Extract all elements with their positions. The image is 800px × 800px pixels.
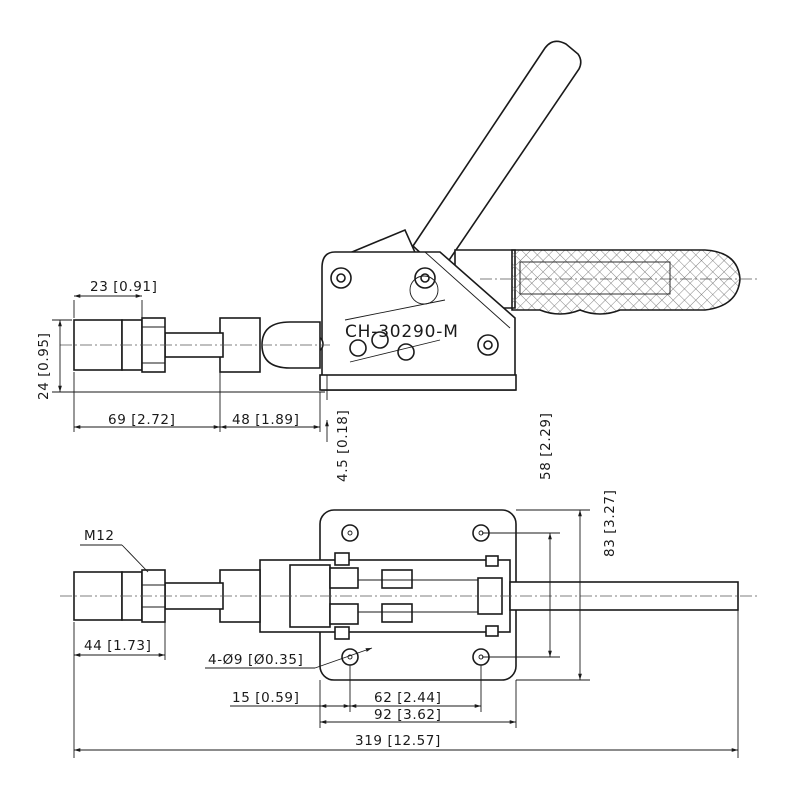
dim-bolt-length: 44 [1.73] [84, 638, 151, 654]
plunger-side [60, 317, 330, 373]
model-number-label: CH-30290-M [345, 322, 459, 342]
top-view [60, 509, 760, 758]
dim-hole-spacing-vertical: 58 [2.29] [538, 413, 554, 480]
plunger-top [60, 569, 760, 623]
dim-overall-length: 319 [12.57] [355, 733, 441, 749]
dim-base-length: 92 [3.62] [374, 707, 441, 723]
handle-lever-raised [349, 40, 582, 274]
dim-base-width: 83 [3.27] [602, 490, 618, 557]
clamp-body-side [306, 251, 517, 391]
dim-spindle-extension: 69 [2.72] [108, 412, 175, 428]
side-view [52, 40, 760, 442]
dim-mounting-holes: 4-Ø9 [Ø0.35] [208, 652, 303, 668]
dim-hole-spacing-horizontal: 62 [2.44] [374, 690, 441, 706]
dim-stroke-length: 48 [1.89] [232, 412, 299, 428]
side-dimensions [52, 294, 329, 442]
top-dimensions [73, 509, 739, 758]
dim-base-thickness: 4.5 [0.18] [335, 410, 351, 482]
dim-spindle-offset-height: 24 [0.95] [36, 333, 52, 400]
dim-hex-nut-length: 23 [0.91] [90, 279, 157, 295]
dim-hole-edge-offset: 15 [0.59] [232, 690, 299, 706]
dim-thread-size: M12 [84, 528, 115, 544]
